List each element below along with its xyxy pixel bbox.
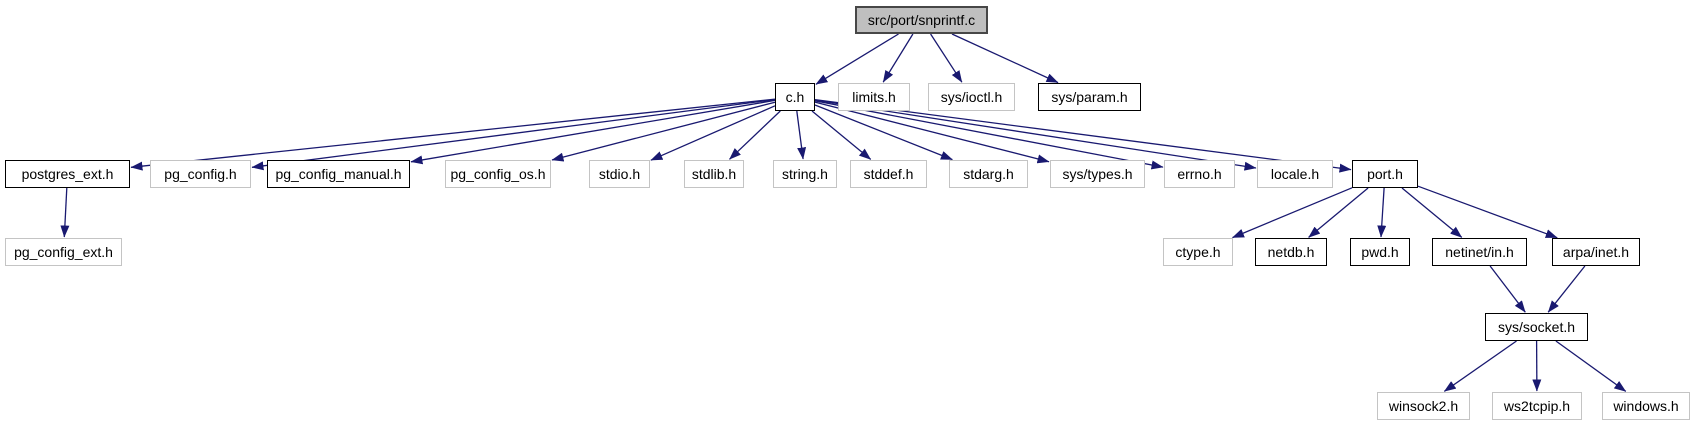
node-pg-config-manual-h[interactable]: pg_config_manual.h	[267, 160, 410, 188]
edge-c-to-postgres_ext	[130, 98, 776, 171]
edge-c-to-stddef	[811, 110, 872, 160]
edge-main-to-c	[815, 33, 899, 85]
node-stddef-h: stddef.h	[850, 160, 927, 188]
edge-c-to-pg_config_manual	[410, 99, 776, 165]
node-winsock2-h: winsock2.h	[1377, 392, 1470, 420]
edge-c-to-locale	[814, 99, 1257, 171]
edge-c-to-errno	[814, 100, 1164, 170]
edge-c-to-stdarg	[814, 104, 953, 161]
node-locale-h: locale.h	[1257, 160, 1333, 188]
edge-c-to-stdlib	[729, 110, 781, 160]
node-limits-h: limits.h	[838, 83, 910, 111]
node-port-h[interactable]: port.h	[1352, 160, 1418, 188]
node-stdio-h: stdio.h	[589, 160, 650, 188]
edge-c-to-types	[814, 101, 1050, 164]
node-netdb-h[interactable]: netdb.h	[1255, 238, 1327, 266]
node-pg-config-os-h: pg_config_os.h	[445, 160, 551, 188]
node-windows-h: windows.h	[1602, 392, 1690, 420]
node-c-h[interactable]: c.h	[775, 83, 815, 111]
node-sys-ioctl-h: sys/ioctl.h	[928, 83, 1015, 111]
edge-c-to-pg_config_os	[551, 101, 776, 162]
edge-postgres_ext-to-pg_config_ext	[60, 187, 70, 238]
node-ctype-h: ctype.h	[1163, 238, 1233, 266]
node-pg-config-h: pg_config.h	[150, 160, 251, 188]
edge-socket-to-windows	[1555, 340, 1627, 392]
edge-c-to-pg_config	[251, 98, 776, 171]
edge-main-to-param	[951, 33, 1059, 84]
edge-main-to-ioctl	[930, 33, 963, 83]
node-sys-socket-h[interactable]: sys/socket.h	[1485, 313, 1588, 341]
node-stdarg-h: stdarg.h	[949, 160, 1028, 188]
node-errno-h: errno.h	[1164, 160, 1235, 188]
edge-port-to-netdb	[1308, 187, 1369, 238]
edge-main-to-limits	[882, 33, 914, 83]
node-string-h: string.h	[773, 160, 837, 188]
edge-port-to-netinet_in	[1401, 187, 1463, 238]
node-pwd-h[interactable]: pwd.h	[1350, 238, 1410, 266]
node-sys-param-h[interactable]: sys/param.h	[1038, 83, 1141, 111]
edge-socket-to-winsock2	[1443, 340, 1517, 392]
edge-c-to-stdio	[650, 105, 776, 161]
node-ws2tcpip-h: ws2tcpip.h	[1492, 392, 1582, 420]
edge-netinet_in-to-socket	[1489, 265, 1526, 313]
edge-port-to-arpa_inet	[1417, 185, 1558, 239]
node-arpa-inet-h[interactable]: arpa/inet.h	[1552, 238, 1640, 266]
edge-port-to-pwd	[1377, 187, 1387, 238]
edge-arpa_inet-to-socket	[1547, 265, 1586, 313]
node-sys-types-h: sys/types.h	[1050, 160, 1145, 188]
node-stdlib-h: stdlib.h	[684, 160, 744, 188]
edge-c-to-string	[796, 110, 807, 160]
node-src-port-snprintf-c: src/port/snprintf.c	[855, 6, 988, 34]
edge-c-to-port	[814, 98, 1352, 173]
node-postgres-ext-h[interactable]: postgres_ext.h	[5, 160, 130, 188]
edge-port-to-ctype	[1232, 187, 1353, 239]
node-pg-config-ext-h: pg_config_ext.h	[5, 238, 122, 266]
node-netinet-in-h[interactable]: netinet/in.h	[1432, 238, 1527, 266]
